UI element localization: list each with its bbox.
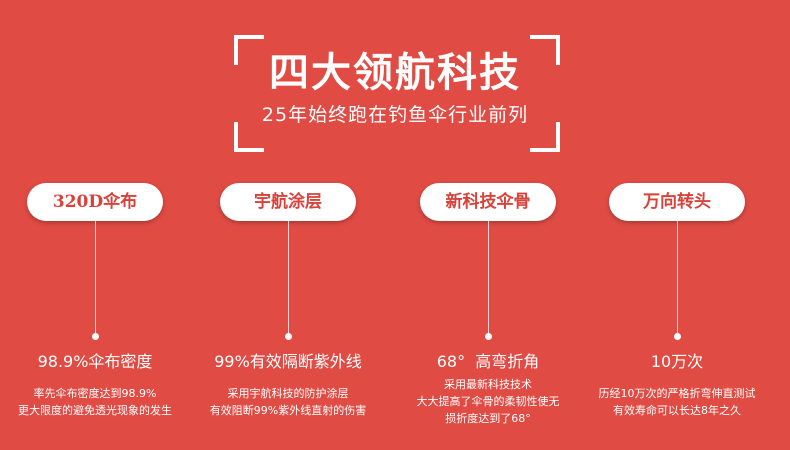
feature-description-line: 更大限度的避免透光现象的发生 bbox=[18, 404, 172, 417]
feature-description-line: 损折度达到了68° bbox=[445, 412, 531, 425]
connector-line bbox=[288, 221, 289, 334]
feature-coating: 宇航涂层 99%有效隔断紫外线 采用宇航科技的防护涂层 有效阻断99%紫外线直射… bbox=[193, 0, 383, 450]
connector-dot bbox=[92, 333, 99, 340]
feature-tag-fabric: 320D伞布 bbox=[27, 183, 163, 221]
feature-headline: 99%有效隔断紫外线 bbox=[214, 352, 362, 371]
connector-line bbox=[95, 221, 96, 334]
feature-description-line: 采用最新科技技术 bbox=[444, 378, 532, 391]
feature-description-line: 历经10万次的严格折弯伸直测试 bbox=[598, 387, 756, 400]
feature-tag-coating: 宇航涂层 bbox=[220, 183, 356, 221]
frame-corner-top-right bbox=[530, 35, 560, 65]
feature-headline: 68° 高弯折角 bbox=[436, 352, 540, 371]
feature-tag-swivel: 万向转头 bbox=[609, 183, 745, 221]
connector-dot bbox=[485, 333, 492, 340]
feature-description: 率先伞布密度达到98.9% 更大限度的避免透光现象的发生 bbox=[0, 385, 190, 419]
feature-headline: 98.9%伞布密度 bbox=[37, 352, 153, 371]
feature-description: 采用最新科技技术 大大提高了伞骨的柔韧性使无 损折度达到了68° bbox=[393, 376, 583, 427]
feature-description-line: 采用宇航科技的防护涂层 bbox=[227, 387, 349, 400]
feature-description: 历经10万次的严格折弯伸直测试 有效寿命可以长达8年之久 bbox=[582, 385, 772, 419]
feature-description: 采用宇航科技的防护涂层 有效阻断99%紫外线直射的伤害 bbox=[193, 385, 383, 419]
frame-corner-bottom-right bbox=[530, 122, 560, 152]
feature-tag-frame: 新科技伞骨 bbox=[420, 183, 556, 221]
connector-dot bbox=[674, 333, 681, 340]
feature-headline: 10万次 bbox=[650, 352, 704, 371]
frame-corner-bottom-left bbox=[234, 122, 264, 152]
feature-description-line: 率先伞布密度达到98.9% bbox=[33, 387, 157, 400]
page-subtitle: 25年始终跑在钓鱼伞行业前列 bbox=[261, 104, 529, 126]
feature-fabric: 320D伞布 98.9%伞布密度 率先伞布密度达到98.9% 更大限度的避免透光… bbox=[0, 0, 190, 450]
feature-description-line: 大大提高了伞骨的柔韧性使无 bbox=[416, 395, 560, 408]
connector-dot bbox=[285, 333, 292, 340]
frame-corner-top-left bbox=[234, 35, 264, 65]
feature-description-line: 有效寿命可以长达8年之久 bbox=[613, 404, 741, 417]
page-title: 四大领航科技 bbox=[269, 49, 521, 96]
feature-frame: 新科技伞骨 68° 高弯折角 采用最新科技技术 大大提高了伞骨的柔韧性使无 损折… bbox=[393, 0, 583, 450]
connector-line bbox=[677, 221, 678, 334]
feature-swivel: 万向转头 10万次 历经10万次的严格折弯伸直测试 有效寿命可以长达8年之久 bbox=[582, 0, 772, 450]
feature-description-line: 有效阻断99%紫外线直射的伤害 bbox=[209, 404, 367, 417]
connector-line bbox=[488, 221, 489, 334]
